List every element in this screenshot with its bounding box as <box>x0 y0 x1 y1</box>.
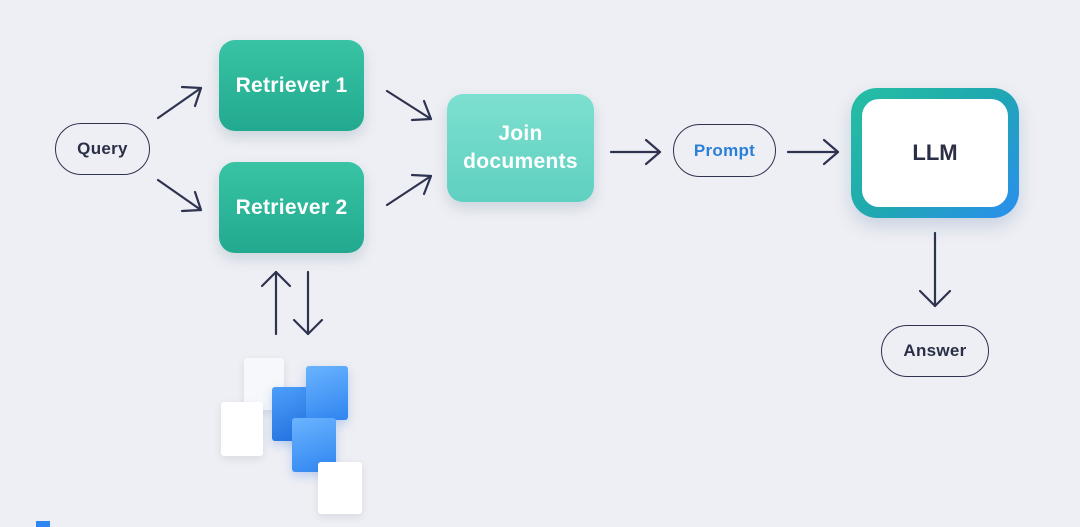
arrow-prompt-to-llm <box>786 138 840 166</box>
arrow-retriever2-to-join <box>385 173 433 207</box>
arrow-documents-to-retriever2 <box>260 270 292 336</box>
arrow-query-to-retriever1 <box>156 85 203 120</box>
query-label: Query <box>77 139 128 158</box>
join-label-line2: documents <box>463 150 578 173</box>
arrow-retriever1-to-join <box>385 89 433 122</box>
arrow-join-to-prompt <box>609 138 662 166</box>
document-sheet <box>318 462 362 514</box>
document-stack-icon <box>218 355 368 520</box>
prompt-label: Prompt <box>693 140 756 160</box>
answer-label: Answer <box>903 341 967 360</box>
llm-inner-box: LLM <box>862 99 1008 207</box>
llm-node: LLM <box>851 88 1019 218</box>
answer-node: Answer <box>881 325 989 377</box>
llm-label: LLM <box>912 140 958 165</box>
document-sheet <box>221 402 263 456</box>
prompt-node: Prompt <box>673 124 776 177</box>
query-node: Query <box>55 123 150 175</box>
arrow-retriever2-to-documents <box>292 270 324 336</box>
corner-mark <box>36 521 50 527</box>
retriever-1-node: Retriever 1 <box>219 40 364 131</box>
retriever-2-node: Retriever 2 <box>219 162 364 253</box>
document-sheet-blue <box>306 366 348 420</box>
arrow-llm-to-answer <box>918 231 952 308</box>
retriever-1-label: Retriever 1 <box>235 73 348 97</box>
arrow-query-to-retriever2 <box>156 178 203 213</box>
retriever-2-label: Retriever 2 <box>235 195 348 219</box>
join-documents-node: Join documents <box>447 94 594 202</box>
join-label-line1: Join <box>498 122 543 145</box>
